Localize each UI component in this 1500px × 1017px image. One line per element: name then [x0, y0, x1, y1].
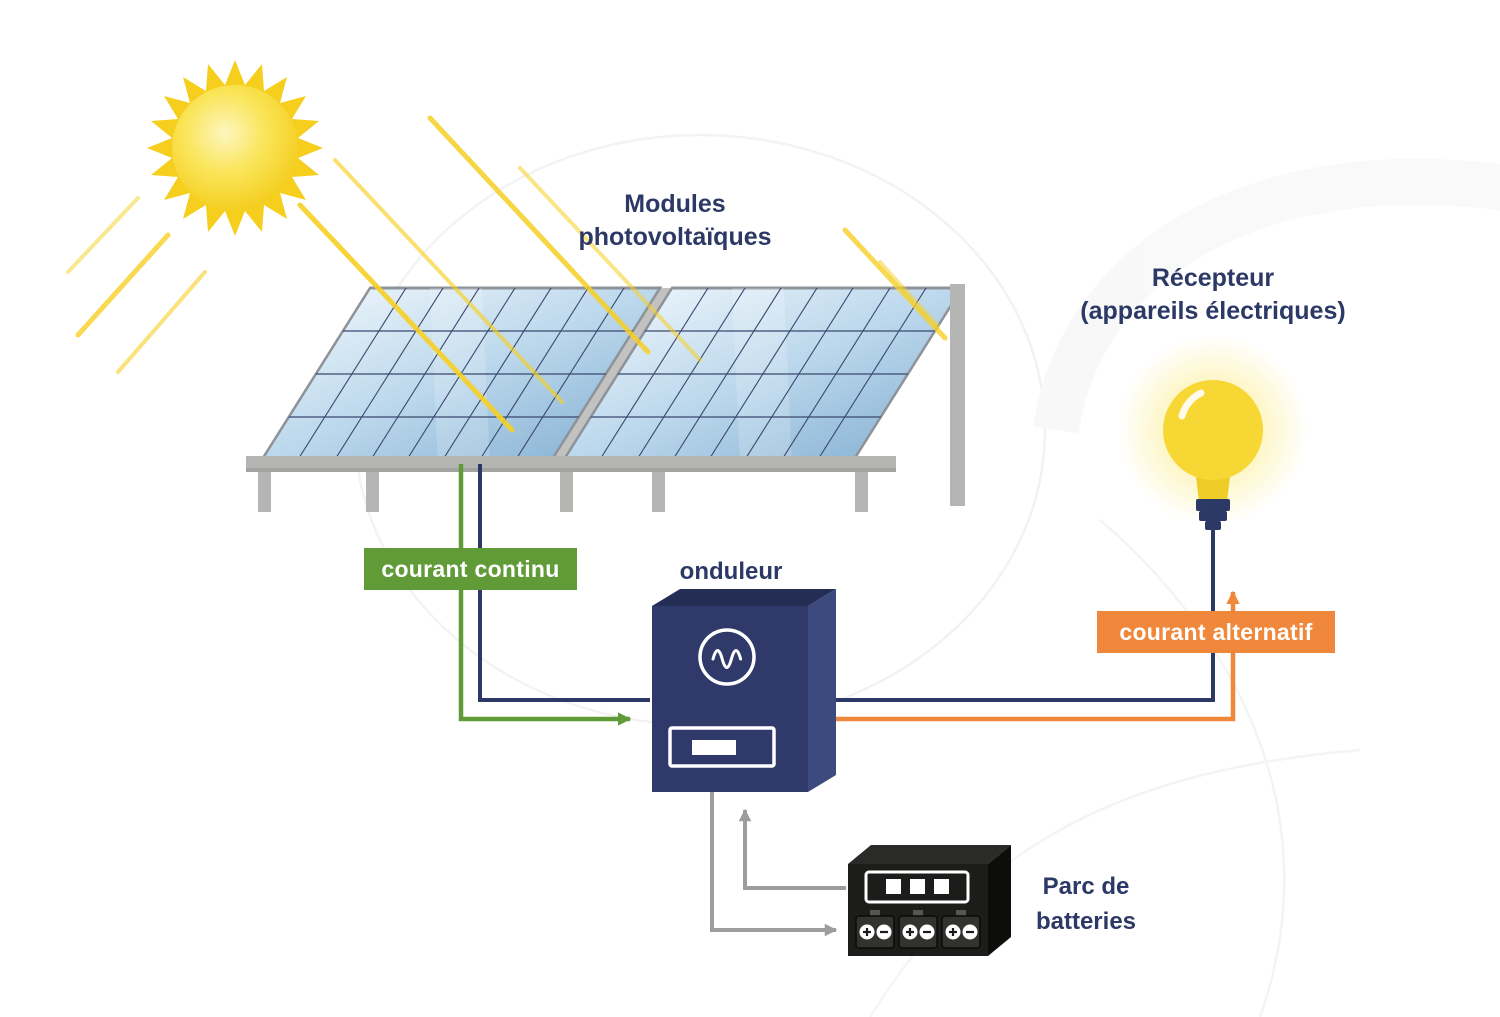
ac-current-badge: courant alternatif [1097, 611, 1335, 653]
onduleur-label: onduleur [631, 556, 831, 588]
ac-wire-navy [824, 528, 1215, 702]
batteries-label: Parc de batteries [1011, 870, 1161, 940]
inverter-display [668, 726, 776, 768]
modules-label-line1: Modules [624, 190, 726, 218]
panel-post [950, 284, 965, 506]
modules-label: Modules photovoltaïques [535, 188, 815, 254]
dc-wire-navy [478, 464, 650, 702]
batteries-label-line2: batteries [1035, 907, 1137, 935]
onduleur-label-text: onduleur [679, 558, 783, 585]
batteries-label-line1: Parc de [1042, 873, 1130, 900]
inverter [652, 589, 836, 792]
recepteur-label-line1: Récepteur [1151, 264, 1275, 292]
dc-current-badge-label: courant continu [381, 555, 560, 582]
battery-gauge [864, 870, 970, 904]
battery-cells [855, 910, 981, 949]
panel-gap [550, 288, 674, 460]
battery-discharge-wire [738, 808, 846, 890]
sun-icon [147, 60, 323, 236]
solar-panel-array [246, 284, 965, 512]
ac-current-badge-label: courant alternatif [1119, 618, 1313, 645]
recepteur-label-line2: (appareils électriques) [1080, 297, 1346, 325]
panel-frame [246, 284, 965, 512]
battery-wires [710, 792, 846, 937]
recepteur-label: Récepteur (appareils électriques) [1048, 262, 1378, 328]
lightbulb-icon [1118, 335, 1308, 530]
sine-wave-icon [698, 628, 756, 686]
battery-charge-wire [710, 792, 838, 937]
modules-label-line2: photovoltaïques [578, 223, 772, 251]
sun-rays [66, 115, 948, 433]
sun-core [172, 85, 298, 211]
battery-bank-icon [848, 845, 1011, 956]
bulb-base [1196, 499, 1230, 530]
dc-wire-green [458, 464, 632, 726]
dc-current-badge: courant continu [364, 548, 577, 590]
